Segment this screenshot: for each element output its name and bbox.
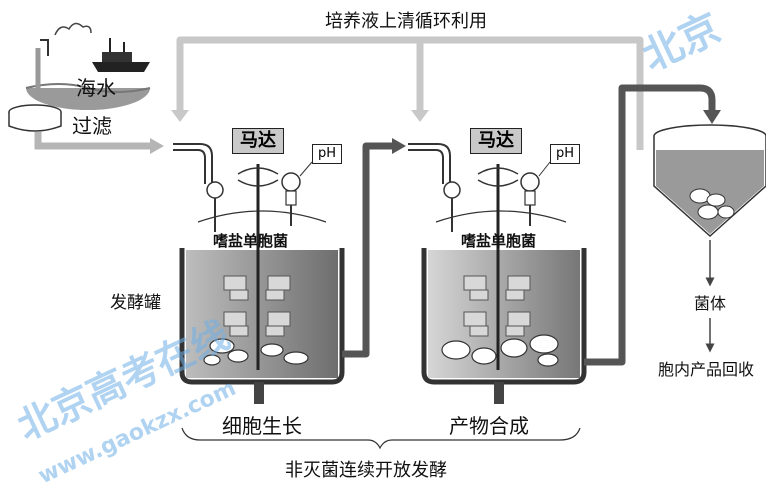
outlet-pipe: [584, 84, 716, 366]
stage-2-label: 产物合成: [449, 414, 529, 438]
tank-2: [408, 143, 587, 404]
filter-unit: [8, 104, 62, 132]
recycle-pipe: [176, 36, 644, 150]
filter-label: 过滤: [72, 114, 112, 138]
cells-label: 菌体: [694, 294, 727, 313]
transfer-pipe: [342, 142, 392, 358]
seawater-label: 海水: [76, 76, 116, 100]
tank-1-motor: 马达: [232, 128, 284, 154]
feed-pipe: [34, 132, 150, 150]
seawater-scene: [25, 22, 151, 110]
process-title: 非灭菌连续开放发酵: [285, 460, 447, 481]
tank-2-ph-sensor: pH: [550, 144, 580, 164]
recycle-title: 培养液上清循环利用: [325, 11, 487, 32]
outlet-arrowhead: [703, 110, 721, 124]
product-recovery-label: 胞内产品回收: [658, 360, 755, 379]
tank-2-organism: 嗜盐单胞菌: [461, 232, 537, 250]
separator-vessel: [653, 124, 766, 238]
fermenter-label: 发酵罐: [110, 293, 161, 313]
stage-1-label: 细胞生长: [222, 414, 302, 438]
transfer-arrowhead: [392, 138, 406, 154]
tank-1-organism: 嗜盐单胞菌: [213, 232, 289, 250]
feed-arrowhead: [150, 138, 164, 154]
tank-1: [173, 143, 345, 404]
tank-1-ph-sensor: pH: [312, 144, 342, 164]
recycle-arrowhead-2: [411, 110, 429, 122]
stage-brace: [181, 427, 581, 450]
recycle-arrowhead-1: [171, 110, 189, 122]
tank-2-motor: 马达: [470, 128, 522, 154]
